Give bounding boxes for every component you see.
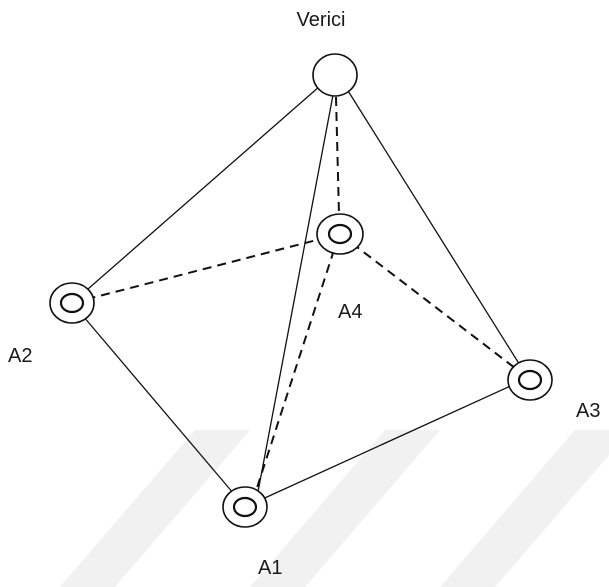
a1-inner-ring (232, 496, 258, 518)
a1-label: A1 (258, 557, 282, 579)
node-a1 (222, 486, 268, 528)
a3-label: A3 (576, 400, 600, 422)
edge-a1-a3 (244, 377, 529, 508)
transmitter-node (312, 53, 358, 97)
edge-a2-a4 (71, 233, 341, 304)
edge-transmitter-a4 (335, 96, 340, 216)
a3-inner-ring (517, 369, 543, 391)
edges (71, 85, 529, 508)
a4-inner-ring (327, 223, 353, 245)
a2-label: A2 (8, 345, 32, 367)
a4-label: A4 (338, 301, 362, 323)
edge-transmitter-a2 (71, 85, 321, 304)
edge-a4-a3 (339, 233, 529, 379)
a2-inner-ring (59, 292, 85, 314)
transmitter-label: Verici (297, 9, 346, 31)
transmitter-circle (312, 53, 358, 97)
edge-a4-a1 (253, 249, 335, 498)
node-a2 (49, 282, 95, 324)
watermark (60, 430, 609, 587)
node-a4 (316, 213, 364, 255)
edge-a2-a1 (71, 302, 246, 508)
edge-transmitter-a3 (344, 85, 529, 379)
node-a3 (507, 359, 553, 401)
edge-transmitter-a1 (256, 94, 334, 498)
